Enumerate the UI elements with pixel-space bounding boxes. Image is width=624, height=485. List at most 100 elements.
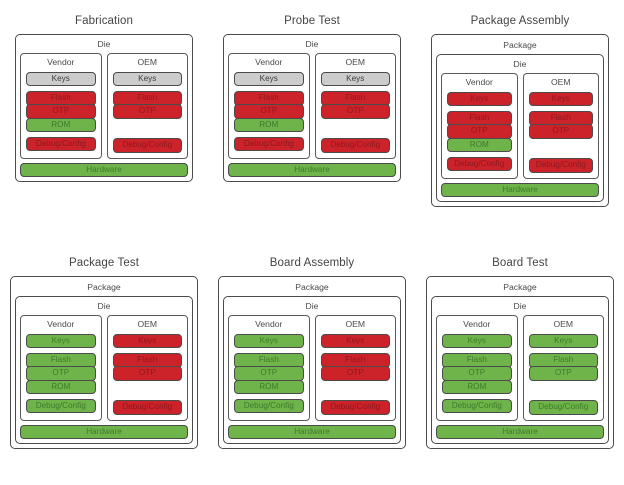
spacer-missing-memory-row bbox=[113, 381, 183, 396]
column-label-oem: OEM bbox=[137, 319, 158, 329]
block-debug-config-vendor: Debug/Config bbox=[234, 398, 304, 414]
die-label: Die bbox=[97, 301, 111, 311]
block-rom-vendor: ROM bbox=[234, 379, 304, 394]
spacer-missing-memory-row bbox=[321, 119, 391, 134]
package-label: Package bbox=[503, 40, 537, 50]
column-label-oem: OEM bbox=[550, 77, 571, 87]
block-otp-vendor: OTP bbox=[26, 366, 96, 381]
block-otp-oem: OTP bbox=[320, 104, 390, 119]
block-keys-oem: Keys bbox=[320, 72, 390, 87]
panel-title-board-assembly: Board Assembly bbox=[269, 257, 355, 269]
die-label: Die bbox=[513, 59, 527, 69]
block-otp-vendor: OTP bbox=[442, 366, 512, 381]
block-debug-config-vendor: Debug/Config bbox=[26, 398, 96, 414]
block-otp-oem: OTP bbox=[528, 124, 593, 139]
block-rom-vendor: ROM bbox=[447, 137, 512, 152]
spacer-missing-memory-row bbox=[113, 119, 183, 134]
block-debug-config-oem: Debug/Config bbox=[528, 158, 593, 173]
die-label: Die bbox=[305, 39, 319, 49]
block-keys-oem: Keys bbox=[528, 334, 598, 349]
block-otp-vendor: OTP bbox=[234, 104, 304, 119]
block-rom-vendor: ROM bbox=[442, 379, 512, 394]
block-otp-vendor: OTP bbox=[234, 366, 304, 381]
package-label: Package bbox=[87, 282, 121, 292]
spacer-missing-memory-row bbox=[321, 381, 391, 396]
spacer-missing-memory-row bbox=[529, 139, 594, 154]
block-otp-oem: OTP bbox=[528, 366, 598, 381]
block-debug-config-oem: Debug/Config bbox=[112, 138, 182, 153]
block-hardware: Hardware bbox=[20, 424, 188, 440]
column-label-oem: OEM bbox=[137, 57, 158, 67]
panel-title-probe-test: Probe Test bbox=[284, 15, 340, 27]
block-keys-oem: Keys bbox=[320, 334, 390, 349]
block-debug-config-vendor: Debug/Config bbox=[26, 136, 96, 152]
block-keys-vendor: Keys bbox=[234, 334, 304, 349]
column-label-oem: OEM bbox=[345, 57, 366, 67]
panel-title-board-test: Board Test bbox=[492, 257, 548, 269]
block-keys-vendor: Keys bbox=[442, 334, 512, 349]
block-hardware: Hardware bbox=[20, 162, 188, 178]
panel-title-package-assembly: Package Assembly bbox=[470, 15, 570, 27]
block-otp-vendor: OTP bbox=[447, 124, 512, 139]
block-keys-vendor: Keys bbox=[26, 334, 96, 349]
block-hardware: Hardware bbox=[228, 424, 396, 440]
block-otp-oem: OTP bbox=[320, 366, 390, 381]
block-keys-oem: Keys bbox=[112, 72, 182, 87]
block-rom-vendor: ROM bbox=[234, 117, 304, 132]
column-label-vendor: Vendor bbox=[47, 319, 75, 329]
column-label-oem: OEM bbox=[553, 319, 574, 329]
block-hardware: Hardware bbox=[436, 424, 604, 440]
die-label: Die bbox=[513, 301, 527, 311]
die-label: Die bbox=[305, 301, 319, 311]
block-debug-config-oem: Debug/Config bbox=[528, 400, 598, 415]
column-label-vendor: Vendor bbox=[255, 57, 283, 67]
block-debug-config-oem: Debug/Config bbox=[320, 138, 390, 153]
block-debug-config-oem: Debug/Config bbox=[320, 400, 390, 415]
column-label-vendor: Vendor bbox=[463, 319, 491, 329]
block-keys-vendor: Keys bbox=[26, 72, 96, 87]
block-rom-vendor: ROM bbox=[26, 117, 96, 132]
block-otp-oem: OTP bbox=[112, 104, 182, 119]
die-label: Die bbox=[97, 39, 111, 49]
panel-title-package-test: Package Test bbox=[68, 257, 140, 269]
block-debug-config-oem: Debug/Config bbox=[112, 400, 182, 415]
column-label-vendor: Vendor bbox=[47, 57, 75, 67]
spacer-missing-memory-row bbox=[529, 381, 599, 396]
block-rom-vendor: ROM bbox=[26, 379, 96, 394]
